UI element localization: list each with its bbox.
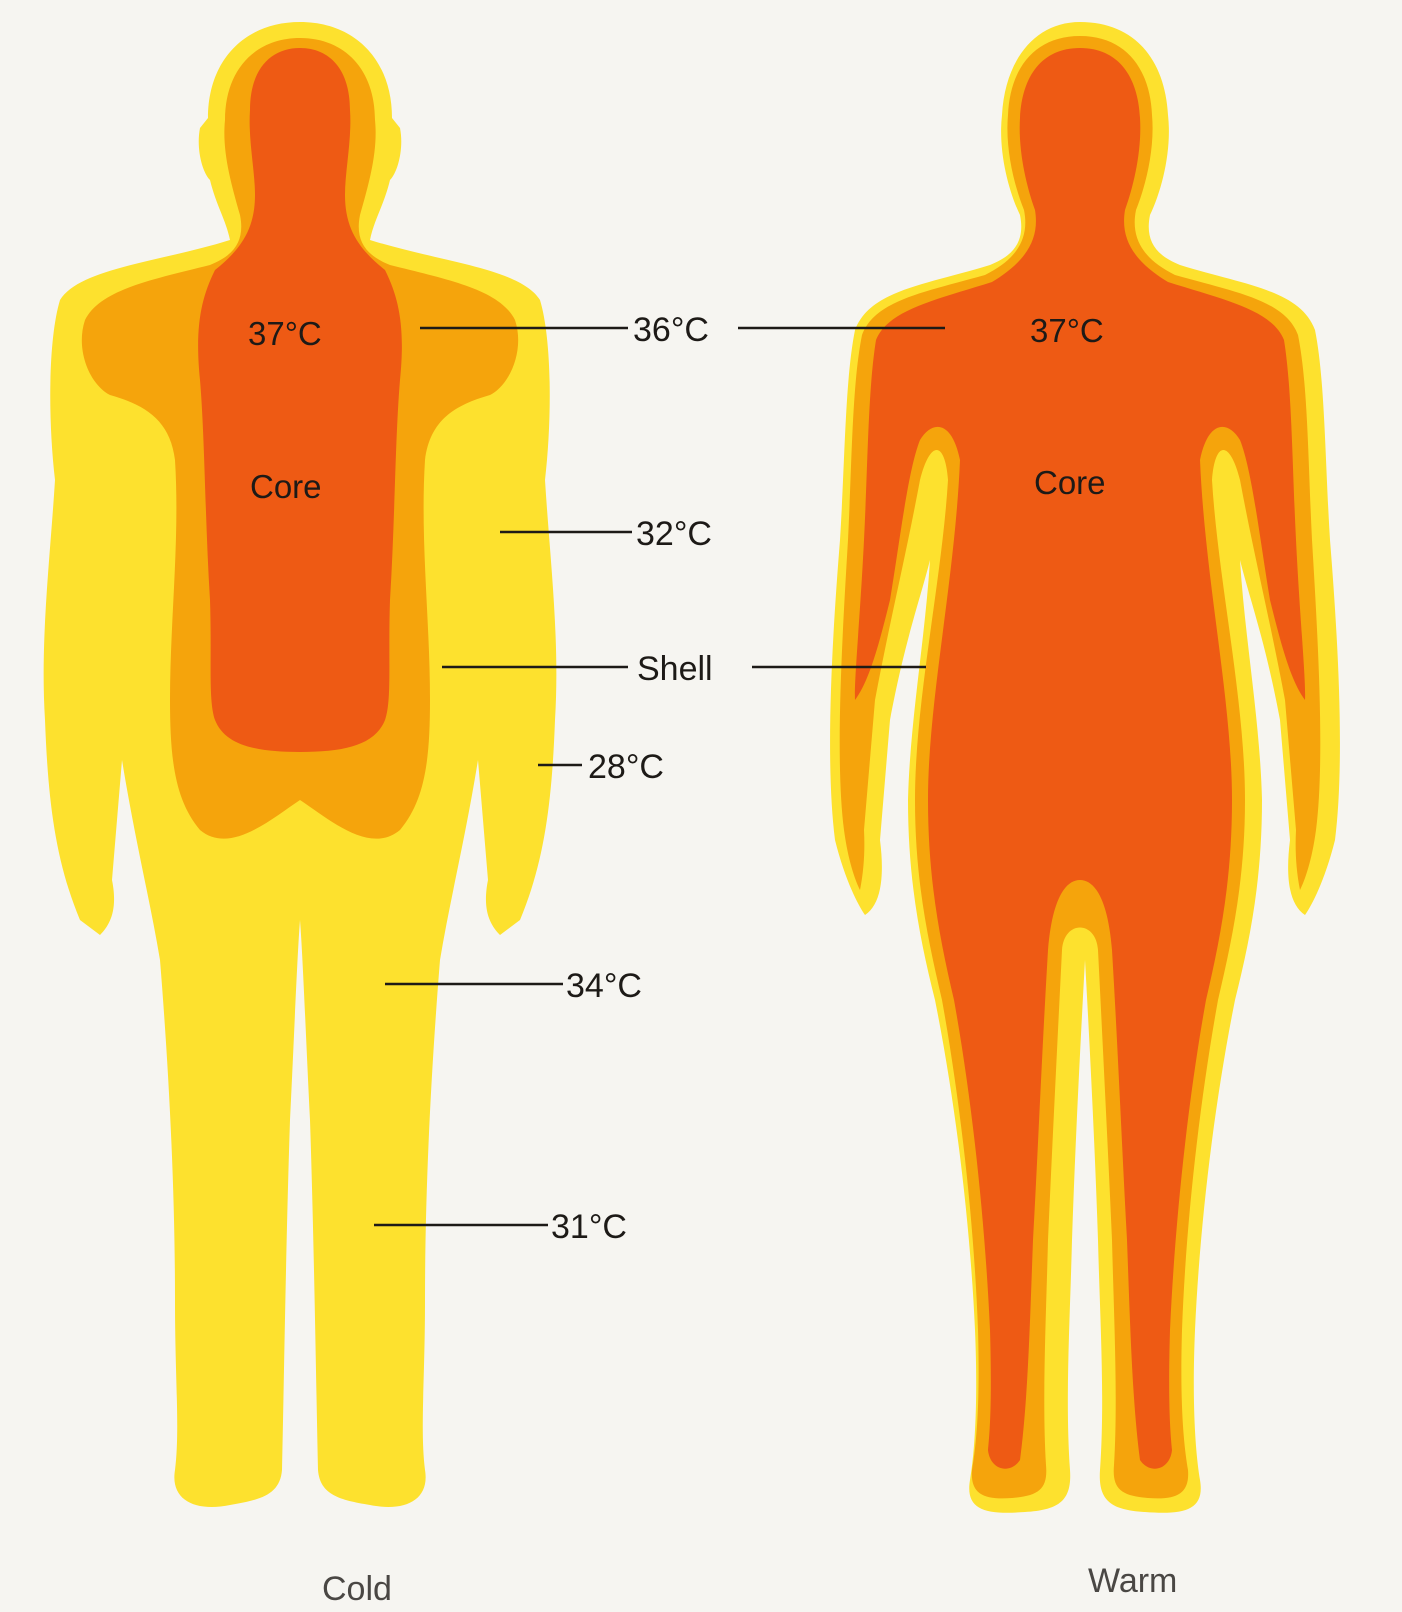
callout-34: 34°C xyxy=(566,967,642,1005)
callout-31: 31°C xyxy=(551,1208,627,1246)
cold-caption: Cold xyxy=(322,1570,392,1608)
warm-body-figure xyxy=(830,22,1340,1513)
warm-core-temp-label: 37°C xyxy=(1030,312,1104,349)
callout-32: 32°C xyxy=(636,515,712,553)
cold-core-label: Core xyxy=(250,468,322,505)
callout-labels: 36°C 32°C Shell 28°C 34°C 31°C xyxy=(551,311,713,1246)
cold-core-temp-label: 37°C xyxy=(248,315,322,352)
callout-shell: Shell xyxy=(637,650,713,688)
cold-body-figure xyxy=(44,22,557,1507)
warm-core-label: Core xyxy=(1034,464,1106,501)
callout-28: 28°C xyxy=(588,748,664,786)
callout-36: 36°C xyxy=(633,311,709,349)
warm-caption: Warm xyxy=(1088,1562,1177,1600)
